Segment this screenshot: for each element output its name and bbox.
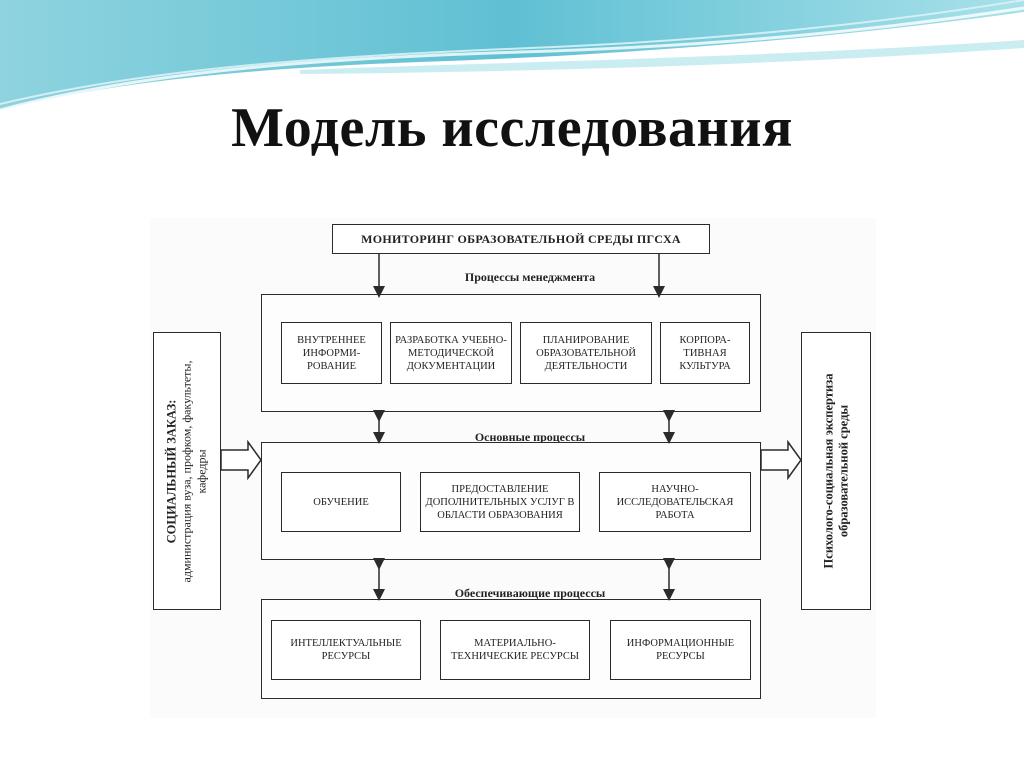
support-item-3: ИНФОРМАЦИОННЫЕ РЕСУРСЫ (610, 620, 751, 680)
management-item-3: ПЛАНИРОВАНИЕ ОБРАЗОВАТЕЛЬНОЙ ДЕЯТЕЛЬНОСТ… (520, 322, 652, 384)
core-label: Основные процессы (474, 430, 586, 444)
header-wave-decoration (0, 0, 1024, 112)
expertise-line-1: Психолого-социальная экспертиза (821, 373, 835, 569)
management-item-4: КОРПОРА-ТИВНАЯ КУЛЬТУРА (660, 322, 750, 384)
block-arrow-out-of-core (760, 439, 802, 481)
management-item-1: ВНУТРЕННЕЕ ИНФОРМИ-РОВАНИЕ (281, 322, 382, 384)
social-order-box: СОЦИАЛЬНЫЙ ЗАКАЗ: администрация вуза, пр… (153, 332, 221, 610)
slide-title: Модель исследования (231, 97, 793, 159)
support-item-2: МАТЕРИАЛЬНО-ТЕХНИЧЕСКИЕ РЕСУРСЫ (440, 620, 590, 680)
core-item-2: ПРЕДОСТАВЛЕНИЕ ДОПОЛНИТЕЛЬНЫХ УСЛУГ В ОБ… (420, 472, 580, 532)
monitoring-box: МОНИТОРИНГ ОБРАЗОВАТЕЛЬНОЙ СРЕДЫ ПГСХА (332, 224, 710, 254)
management-label: Процессы менеджмента (464, 270, 596, 284)
social-order-title: СОЦИАЛЬНЫЙ ЗАКАЗ: (164, 399, 179, 543)
research-model-diagram: МОНИТОРИНГ ОБРАЗОВАТЕЛЬНОЙ СРЕДЫ ПГСХА П… (150, 218, 876, 718)
block-arrow-into-core (220, 439, 262, 481)
expertise-line-2: образовательной среды (836, 404, 850, 538)
support-item-1: ИНТЕЛЛЕКТУАЛЬНЫЕ РЕСУРСЫ (271, 620, 421, 680)
expertise-box: Психолого-социальная экспертиза образова… (801, 332, 871, 610)
core-item-3: НАУЧНО-ИССЛЕДОВАТЕЛЬСКАЯ РАБОТА (599, 472, 751, 532)
management-item-2: РАЗРАБОТКА УЧЕБНО-МЕТОДИЧЕСКОЙ ДОКУМЕНТА… (390, 322, 512, 384)
support-label: Обеспечивающие процессы (454, 586, 606, 600)
core-item-1: ОБУЧЕНИЕ (281, 472, 401, 532)
social-order-text: администрация вуза, профком, факультеты,… (179, 360, 209, 582)
